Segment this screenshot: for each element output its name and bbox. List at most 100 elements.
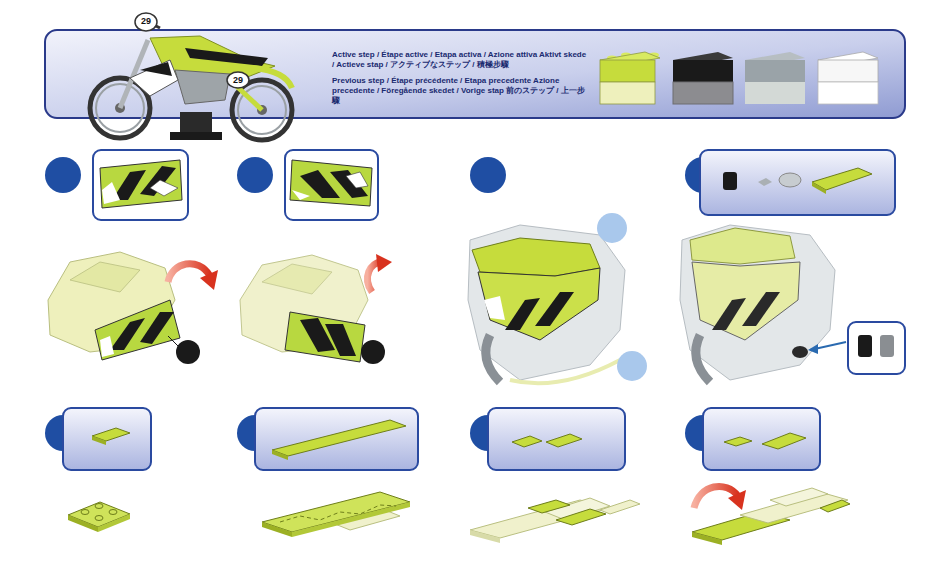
brick-samples <box>745 60 805 82</box>
rotate-arrow <box>728 490 746 510</box>
plate-assembly <box>68 515 98 532</box>
tank-assembly <box>100 336 114 357</box>
sticker <box>330 170 368 198</box>
legend-text: Previous step / Étape précédente / Etapa… <box>332 76 590 106</box>
tank-assembly <box>140 312 174 344</box>
plate-assembly <box>470 498 640 543</box>
plate-part <box>762 433 806 449</box>
motorcycle-illustration <box>170 132 222 140</box>
brick-samples <box>818 82 878 104</box>
motorcycle-illustration <box>250 68 292 88</box>
parts-box <box>93 150 188 220</box>
engine-assembly <box>472 238 600 276</box>
plate-assembly <box>292 502 410 537</box>
plate-part <box>92 420 806 460</box>
plate-assembly <box>262 492 410 537</box>
sticker <box>346 172 368 188</box>
part-icon <box>779 173 801 187</box>
engine-assembly <box>680 225 894 382</box>
rotate-arrow <box>376 254 392 272</box>
legend-swatch <box>600 82 655 104</box>
brick-samples <box>745 82 805 104</box>
motorcycle-illustration <box>227 72 249 88</box>
engine-assembly <box>690 228 795 264</box>
engine-assembly <box>535 292 574 326</box>
part-icon <box>812 182 826 194</box>
engine-assembly <box>478 268 600 340</box>
engine-assembly <box>617 351 647 381</box>
plate-part <box>512 436 542 447</box>
engine-assembly <box>484 296 505 320</box>
part-icon <box>723 168 872 194</box>
brick-samples <box>673 82 733 104</box>
tank-assembly <box>361 340 385 364</box>
plate-part <box>272 450 288 460</box>
tank-assembly <box>300 318 335 352</box>
tank-assembly <box>262 264 332 294</box>
motorcycle-illustration <box>175 70 230 104</box>
engine-assembly <box>505 298 540 330</box>
engine-assembly <box>880 335 894 357</box>
engine-assembly <box>742 292 780 326</box>
parts-box <box>700 150 895 215</box>
plate-part <box>92 436 106 445</box>
motorcycle-illustration <box>90 13 292 140</box>
sticker <box>102 182 120 204</box>
plate-assembly <box>556 509 606 525</box>
part-icon <box>723 172 737 190</box>
sticker <box>150 180 178 196</box>
motorcycle-illustration <box>130 60 178 96</box>
engine-assembly <box>692 262 800 340</box>
plate-assembly <box>81 510 89 515</box>
brick-samples <box>818 60 878 82</box>
rotate-arrow <box>168 264 218 290</box>
sticker <box>290 160 372 206</box>
plate-assembly <box>280 505 396 522</box>
step-circle <box>237 157 273 193</box>
plate-assembly <box>109 510 117 515</box>
motorcycle-illustration <box>185 48 268 66</box>
motorcycle-illustration <box>180 112 212 134</box>
plate-part <box>546 434 582 447</box>
plate-part <box>272 420 406 456</box>
tank-assembly <box>285 312 365 362</box>
parts-box <box>63 408 151 470</box>
step-circle <box>45 157 721 451</box>
tank-assembly <box>176 340 200 364</box>
number-plate-text: 29 <box>135 17 157 26</box>
plate-assembly <box>600 500 640 514</box>
tank-assembly <box>95 300 180 360</box>
plate-assembly <box>68 502 130 532</box>
plate-assembly <box>692 532 722 545</box>
brick-samples <box>673 82 733 104</box>
sticker <box>100 160 182 208</box>
motorcycle-illustration <box>135 13 157 31</box>
engine-assembly <box>808 344 818 354</box>
plate-assembly <box>692 488 850 545</box>
rotate-arrow <box>694 486 746 510</box>
engine-assembly <box>510 360 620 383</box>
parts-box <box>285 150 378 220</box>
tank-assembly <box>168 336 178 346</box>
engine-assembly <box>696 335 710 382</box>
parts-box <box>848 322 905 374</box>
legend-text: Active step / Étape active / Etapa activ… <box>332 50 590 70</box>
brick-samples <box>673 60 733 82</box>
engine-assembly <box>792 346 808 358</box>
number-plate-text: 29 <box>227 76 249 85</box>
plate-assembly <box>95 516 103 521</box>
engine-assembly <box>597 213 627 243</box>
plate-assembly <box>528 500 570 513</box>
header-banner <box>45 30 905 118</box>
plate-assembly <box>770 488 828 506</box>
sticker <box>100 160 182 208</box>
plate-assembly <box>820 500 850 512</box>
sticker <box>292 190 310 200</box>
tank-assembly <box>325 324 356 356</box>
header-banner <box>45 30 905 118</box>
engine-assembly <box>468 225 625 380</box>
part-icon <box>758 178 772 186</box>
engine-assembly <box>468 213 647 383</box>
plate-assembly <box>95 504 103 509</box>
